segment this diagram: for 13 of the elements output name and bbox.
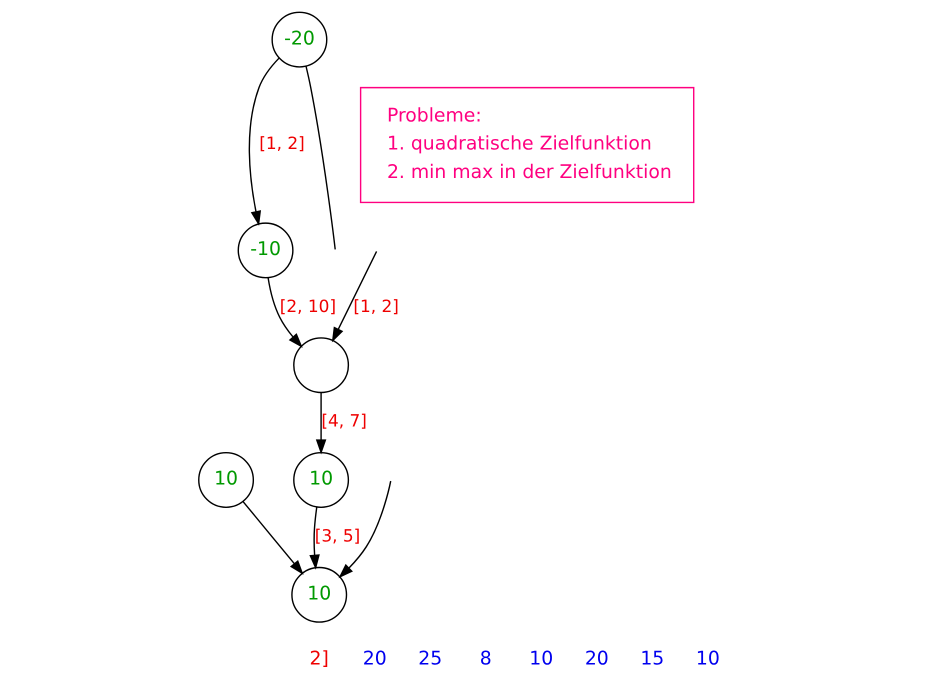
label: 10 (695, 648, 720, 670)
edge-label: [4, 7] (320, 410, 366, 431)
label: 8 (479, 648, 492, 670)
edge-label: [1, 2] (258, 133, 304, 154)
label: 25 (418, 648, 442, 670)
label: 20 (362, 648, 386, 670)
edge-label: [2, 10] (279, 296, 336, 316)
label: 15 (640, 648, 664, 670)
label: 10 (528, 648, 553, 670)
edge-label: [1, 2] (352, 296, 398, 316)
edge-label: [3, 5] (314, 526, 360, 546)
label: 20 (584, 648, 608, 670)
label: 2] (309, 648, 328, 670)
